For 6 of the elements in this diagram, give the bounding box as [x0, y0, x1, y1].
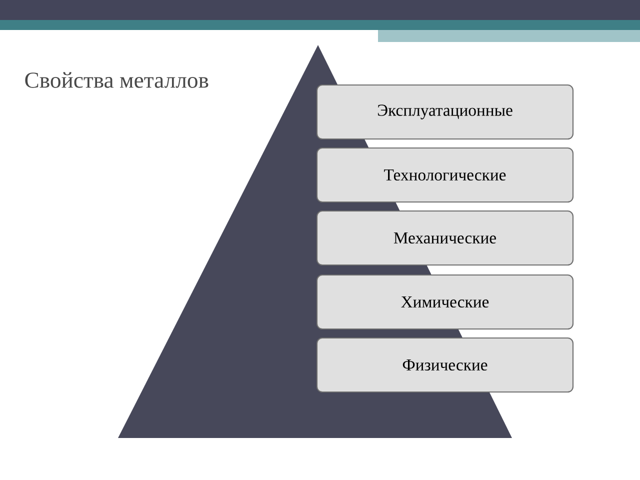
property-box: Химические [316, 274, 574, 330]
property-box: Технологические [316, 147, 574, 203]
slide-title: Свойства металлов [25, 72, 208, 88]
property-box: Физические [316, 337, 574, 393]
property-box: Эксплуатационные [316, 84, 574, 140]
property-box: Механические [316, 210, 574, 266]
